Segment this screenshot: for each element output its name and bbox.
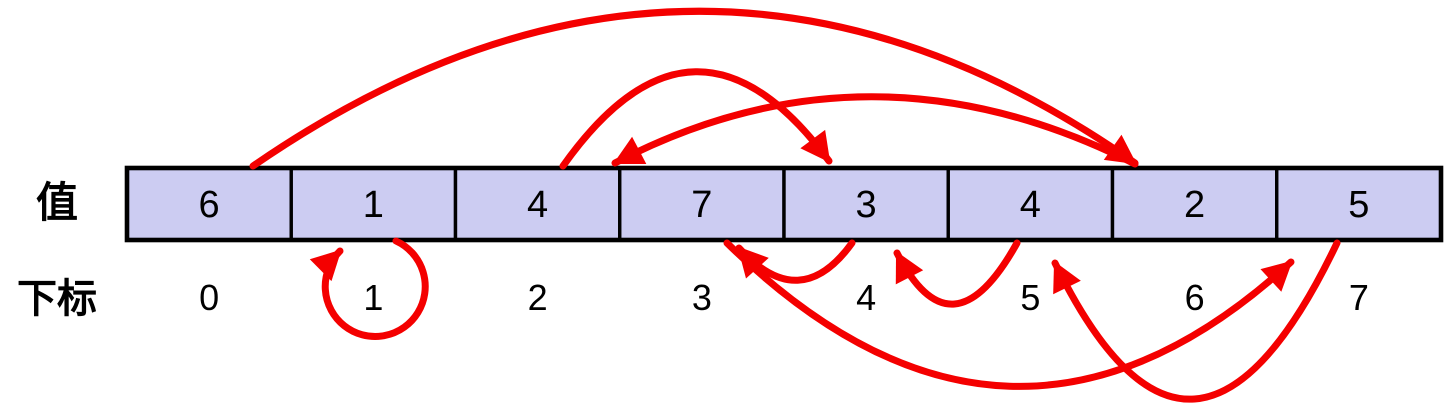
arrow-4-to-3 [735,239,856,284]
cell-value-6: 2 [1184,184,1205,226]
cell-value-2: 4 [527,184,548,226]
arrow-3-to-7 [723,239,1295,390]
array-outline [124,165,1444,243]
cell-value-5: 4 [1020,184,1041,226]
index-label-6: 6 [1185,277,1205,318]
arrow-0-to-6 [249,7,1139,170]
indices-row-label: 下标 [17,277,97,321]
arrow-1-to-1 [309,237,429,340]
arrow-2-to-4 [559,68,833,170]
arrow-7-to-5 [1051,239,1341,403]
cell-value-7: 5 [1348,184,1369,226]
values-row-label: 值 [36,179,78,226]
cell-value-1: 1 [363,184,384,226]
cell-value-4: 3 [856,184,877,226]
cell-value-3: 7 [691,184,712,226]
cell-value-0: 6 [199,184,220,226]
index-label-5: 5 [1020,277,1040,318]
index-label-7: 7 [1349,277,1369,318]
index-label-1: 1 [363,277,383,318]
arrow-6-to-2 [611,93,1139,168]
index-label-0: 0 [199,277,219,318]
arrow-5-to-4 [893,239,1021,308]
cell-7 [1275,166,1443,242]
index-label-3: 3 [692,277,712,318]
index-label-2: 2 [528,277,548,318]
index-label-4: 4 [856,277,876,318]
cell-5 [946,166,1115,242]
